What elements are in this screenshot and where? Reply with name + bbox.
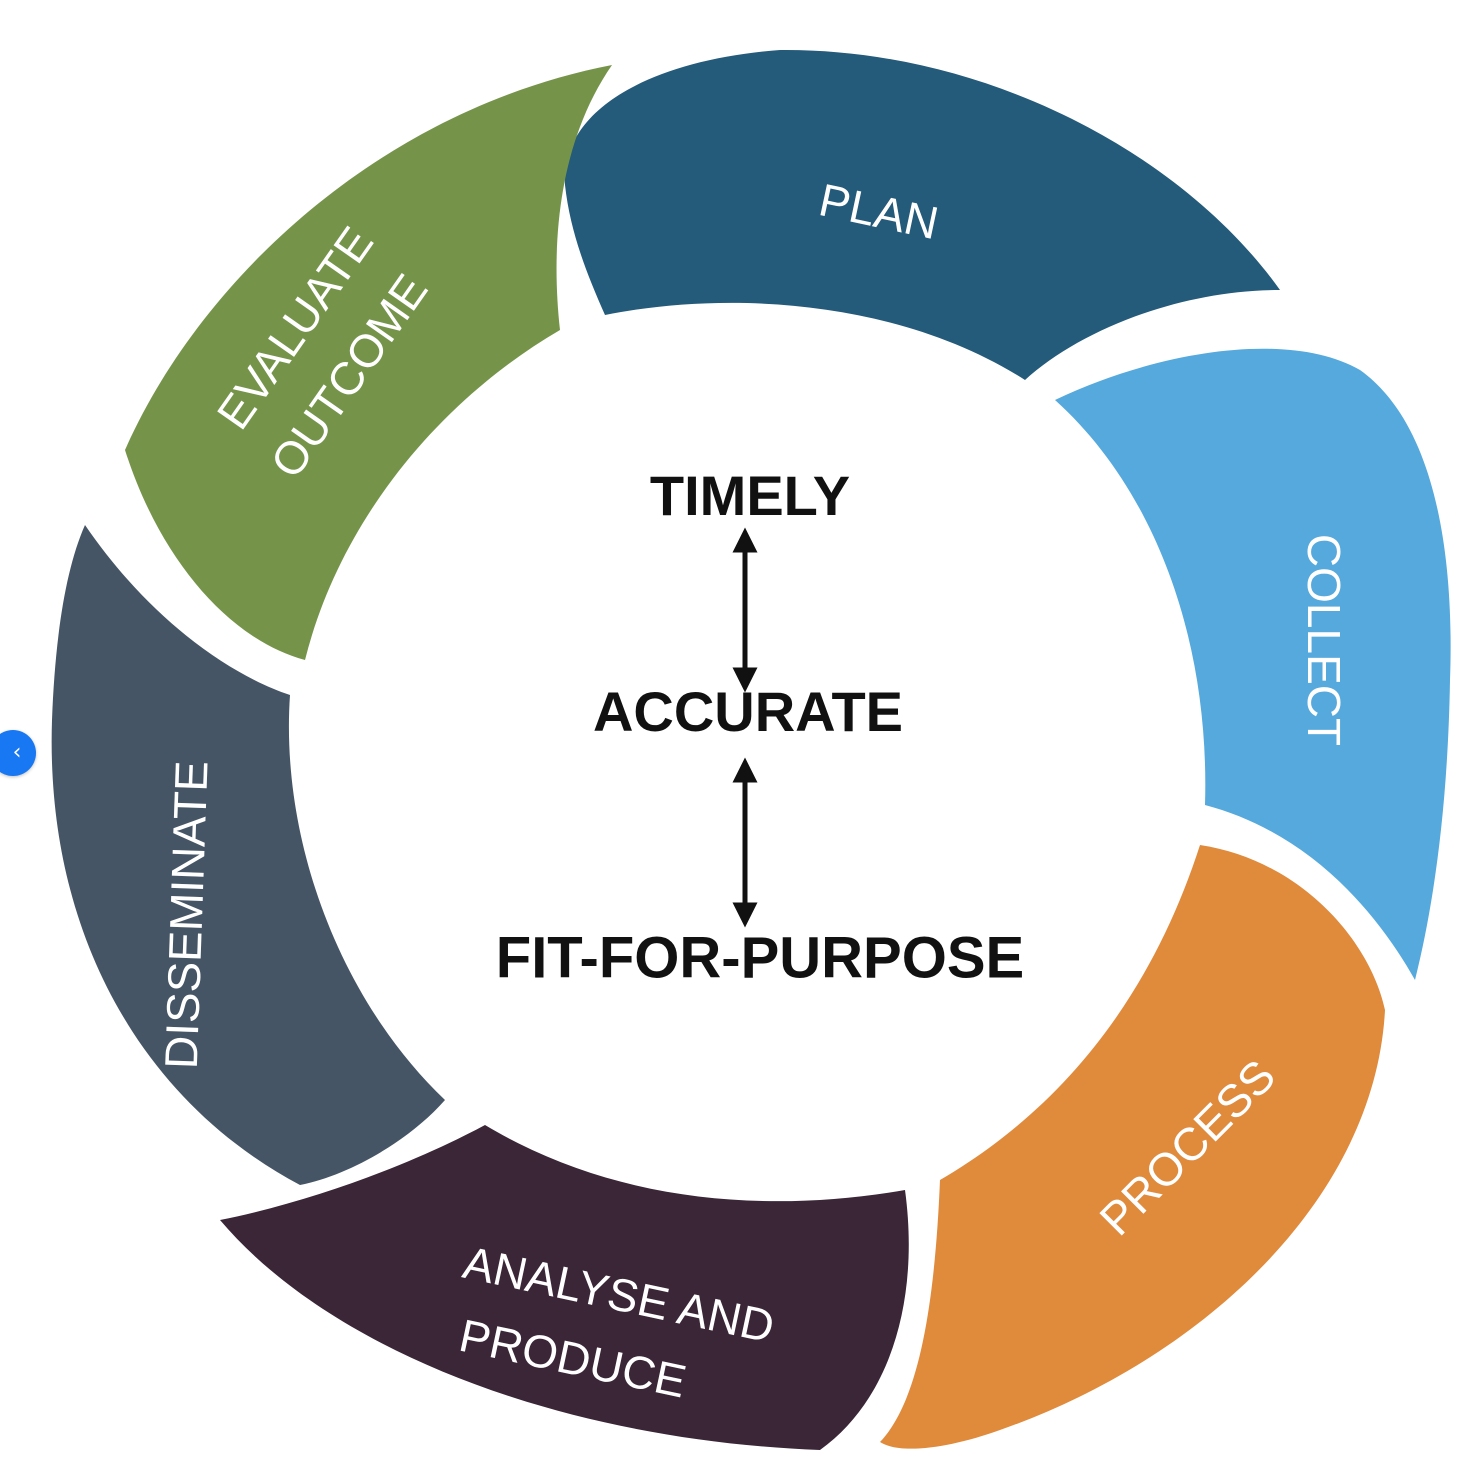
stage-label-disseminate: DISSEMINATE [155,760,218,1070]
segment-process [880,845,1385,1449]
center-label-timely: TIMELY [650,464,850,527]
center-label-accurate: ACCURATE [593,680,903,743]
center-label-fit-for-purpose: FIT-FOR-PURPOSE [496,925,1024,990]
segment-disseminate [51,525,445,1185]
collapse-panel-button[interactable]: ‹ [0,730,36,776]
chevron-left-icon: ‹ [12,740,22,765]
segment-analyse-produce [220,1125,909,1450]
segment-collect [1055,348,1451,981]
segment-evaluate-outcome [125,65,612,660]
segment-plan [564,49,1280,380]
stage-label-collect: COLLECT [1298,534,1350,746]
